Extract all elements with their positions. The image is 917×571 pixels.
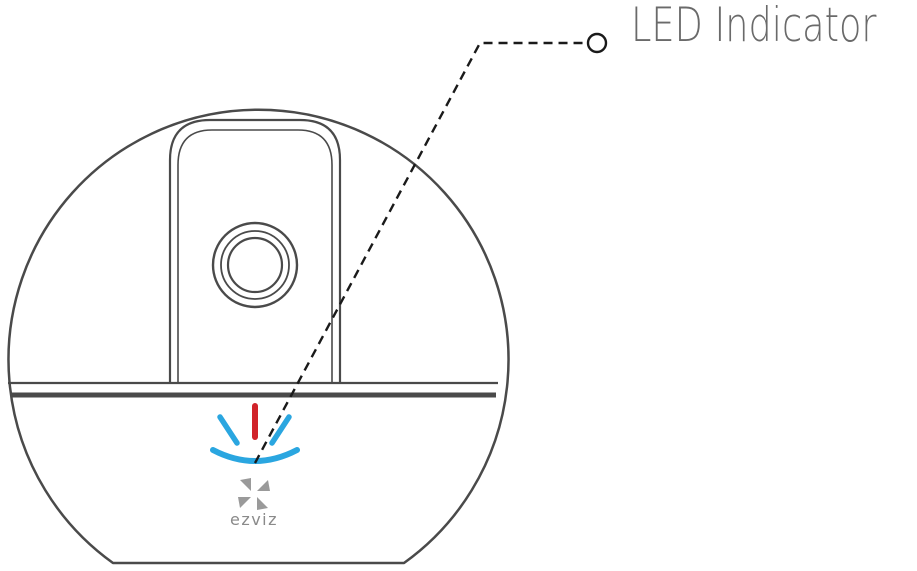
lens-housing-inner [177, 129, 333, 383]
leader-end-circle [586, 32, 608, 54]
camera-shell-outline [7, 108, 510, 565]
lens-housing [168, 118, 342, 383]
callout-leader [253, 32, 608, 464]
leader-dashed-line [253, 41, 584, 464]
camera-lens [211, 221, 299, 309]
lens-inner-ring [226, 236, 284, 294]
led-blue-right-ray [269, 414, 292, 446]
lens-middle-ring [220, 230, 290, 300]
camera-body [7, 108, 510, 565]
led-blue-left-ray [217, 414, 240, 446]
brand-wordmark: ezviz [230, 510, 278, 529]
led-indicator-label: LED Indicator [631, 0, 877, 53]
seam-band [8, 381, 498, 398]
lens-housing-outer [168, 118, 342, 383]
lens-outer-ring [211, 221, 299, 309]
ezviz-logo-icon [238, 478, 270, 510]
